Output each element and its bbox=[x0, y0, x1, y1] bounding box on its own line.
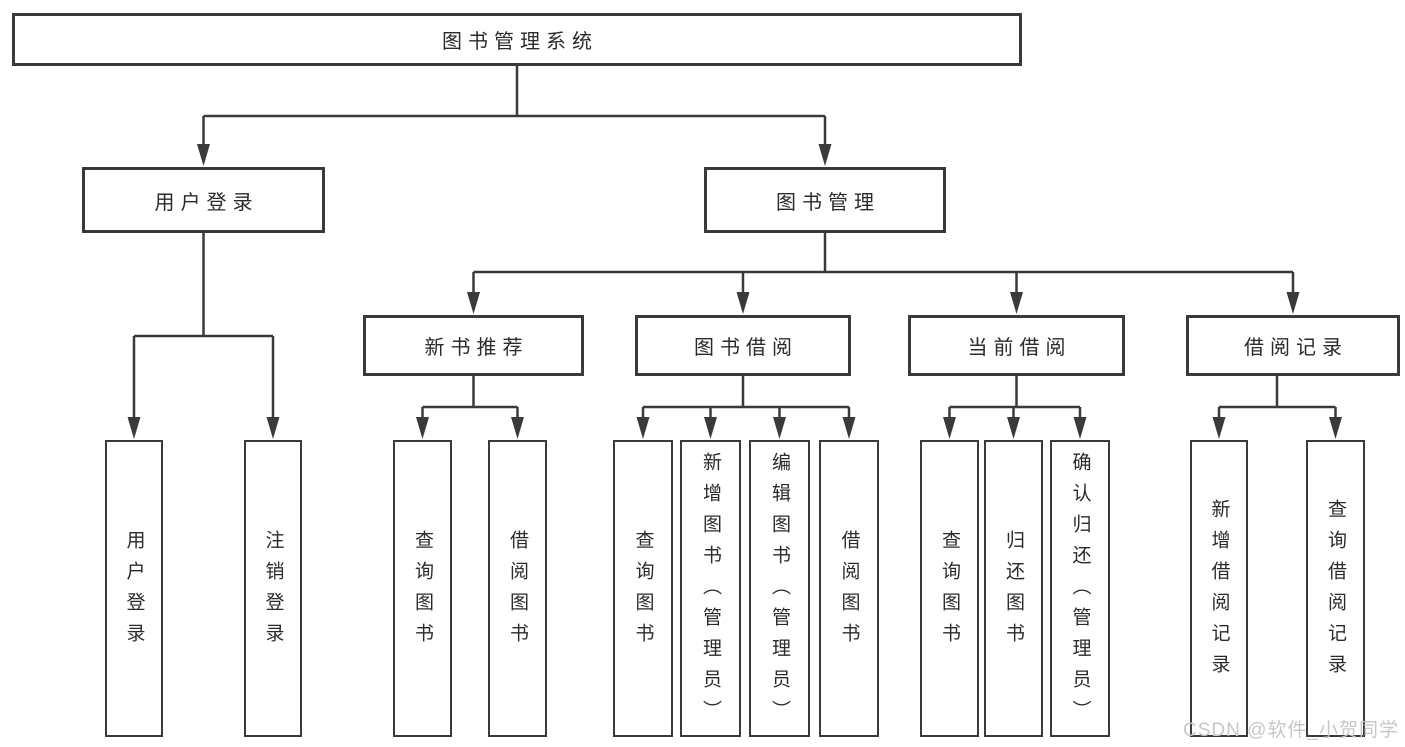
leaf-bb-borrow-book-label: 借阅图书 bbox=[838, 529, 860, 654]
leaf-cb-query-book: 查询图书 bbox=[920, 440, 979, 737]
leaf-bb-borrow-book: 借阅图书 bbox=[819, 440, 879, 737]
node-root-label: 图书管理系统 bbox=[442, 31, 598, 53]
leaf-nb-query-book-label: 查询图书 bbox=[412, 529, 433, 654]
leaf-bb-edit-book: 编辑图书（管理员） bbox=[749, 440, 810, 737]
leaf-nb-borrow-book: 借阅图书 bbox=[488, 440, 547, 737]
node-current-borrow-label: 当前借阅 bbox=[967, 337, 1072, 359]
node-borrow-record-label: 借阅记录 bbox=[1244, 337, 1348, 359]
leaf-bb-edit-book-label: 编辑图书（管理员） bbox=[769, 452, 790, 731]
node-current-borrow: 当前借阅 bbox=[908, 315, 1125, 376]
leaf-user-login: 用户登录 bbox=[105, 440, 163, 737]
node-borrow-record: 借阅记录 bbox=[1186, 315, 1400, 376]
leaf-nb-query-book: 查询图书 bbox=[393, 440, 452, 737]
node-new-book-recommend: 新书推荐 bbox=[363, 315, 584, 376]
leaf-br-query-record-label: 查询借阅记录 bbox=[1325, 498, 1346, 685]
leaf-cb-confirm-return: 确认归还（管理员） bbox=[1050, 440, 1110, 737]
node-book-management-label: 图书管理 bbox=[776, 191, 880, 214]
leaf-cb-confirm-return-label: 确认归还（管理员） bbox=[1069, 452, 1091, 731]
leaf-logout-label: 注销登录 bbox=[262, 529, 284, 654]
node-book-borrow-label: 图书借阅 bbox=[694, 337, 798, 359]
leaf-bb-add-book: 新增图书（管理员） bbox=[680, 440, 741, 737]
leaf-logout: 注销登录 bbox=[244, 440, 302, 737]
leaf-bb-query-book-label: 查询图书 bbox=[632, 529, 654, 654]
node-user-login: 用户登录 bbox=[82, 167, 325, 233]
watermark: CSDN @软件_小贺同学 bbox=[1183, 720, 1399, 741]
node-new-book-recommend-label: 新书推荐 bbox=[424, 337, 529, 359]
leaf-br-add-record: 新增借阅记录 bbox=[1190, 440, 1248, 737]
edge-lines bbox=[132, 66, 1337, 421]
leaf-cb-return-book-label: 归还图书 bbox=[1003, 529, 1024, 654]
node-book-management: 图书管理 bbox=[704, 167, 946, 233]
node-book-borrow: 图书借阅 bbox=[635, 315, 851, 376]
leaf-bb-add-book-label: 新增图书（管理员） bbox=[700, 452, 721, 731]
leaf-br-add-record-label: 新增借阅记录 bbox=[1208, 498, 1230, 685]
leaf-user-login-label: 用户登录 bbox=[123, 529, 145, 654]
node-user-login-label: 用户登录 bbox=[154, 191, 259, 214]
leaf-br-query-record: 查询借阅记录 bbox=[1306, 440, 1365, 737]
leaf-cb-return-book: 归还图书 bbox=[984, 440, 1043, 737]
node-root: 图书管理系统 bbox=[12, 13, 1022, 66]
leaf-cb-query-book-label: 查询图书 bbox=[939, 529, 960, 654]
leaf-nb-borrow-book-label: 借阅图书 bbox=[507, 529, 528, 654]
leaf-bb-query-book: 查询图书 bbox=[613, 440, 673, 737]
